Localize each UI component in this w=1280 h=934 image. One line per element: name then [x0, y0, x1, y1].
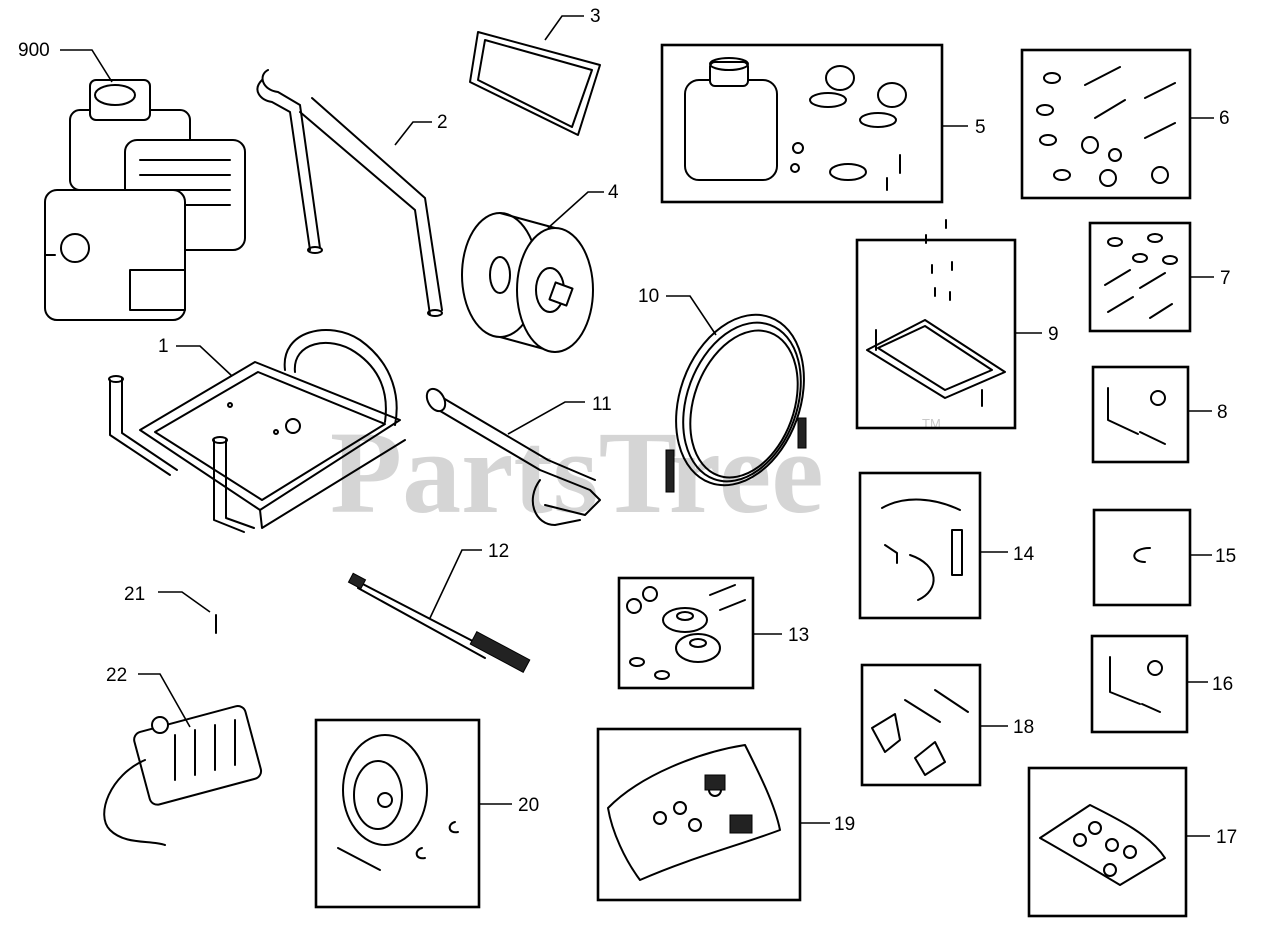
- box-14: [858, 471, 982, 620]
- callout-16: 16: [1212, 674, 1233, 695]
- callout-11: 11: [592, 394, 612, 415]
- callout-3: 3: [590, 6, 601, 27]
- box-6: [1020, 48, 1192, 200]
- callout-20: 20: [518, 795, 539, 816]
- callout-6: 6: [1219, 108, 1230, 129]
- callout-7: 7: [1220, 268, 1231, 289]
- part-3-panel[interactable]: [469, 31, 601, 136]
- part-4-hose-reel[interactable]: [461, 212, 594, 353]
- part-10-hose[interactable]: [654, 297, 827, 503]
- part-13-wheel-kit[interactable]: [626, 584, 746, 680]
- part-17-hardware-bag[interactable]: [1039, 804, 1166, 886]
- callout-1: 1: [158, 336, 169, 357]
- part-1-frame[interactable]: [108, 329, 406, 533]
- part-18-knob-kit[interactable]: [871, 689, 969, 776]
- part-5-fuel-tank-kit[interactable]: [684, 57, 907, 191]
- part-8-axle-kit[interactable]: [1107, 387, 1166, 445]
- part-15-clip[interactable]: [1133, 547, 1151, 563]
- part-11-spray-gun[interactable]: [423, 386, 601, 526]
- part-6-hardware-kit[interactable]: [1036, 66, 1176, 187]
- part-20-wheel-kit[interactable]: [337, 734, 459, 871]
- callout-19: 19: [834, 814, 855, 835]
- callout-5: 5: [975, 117, 986, 138]
- callout-14: 14: [1013, 544, 1035, 565]
- part-22-pump[interactable]: [103, 704, 263, 846]
- box-20: [314, 718, 481, 909]
- callout-9: 9: [1048, 324, 1059, 345]
- callout-12: 12: [488, 541, 509, 562]
- callout-15: 15: [1215, 546, 1236, 567]
- box-15: [1092, 508, 1192, 607]
- box-9: [855, 238, 1017, 430]
- callout-2: 2: [437, 112, 448, 133]
- box-5: [660, 43, 944, 204]
- watermark: PartsTree TM: [330, 407, 941, 538]
- box-19: [596, 727, 802, 902]
- callout-13: 13: [788, 625, 809, 646]
- box-18: [860, 663, 982, 787]
- box-17: [1027, 766, 1188, 918]
- part-7-hardware-kit[interactable]: [1104, 233, 1178, 319]
- callout-10: 10: [638, 286, 659, 307]
- callout-21: 21: [124, 584, 145, 605]
- box-13: [617, 576, 755, 690]
- callout-22: 22: [106, 665, 127, 686]
- part-14-tube-kit[interactable]: [881, 498, 963, 601]
- callout-900: 900: [18, 40, 50, 61]
- part-9-bracket-kit[interactable]: [866, 219, 1006, 407]
- callout-4: 4: [608, 182, 619, 203]
- part-12-wand[interactable]: [347, 572, 531, 673]
- callout-18: 18: [1013, 717, 1034, 738]
- part-19-pump-kit[interactable]: [607, 744, 781, 881]
- box-16: [1090, 634, 1189, 734]
- box-8: [1091, 365, 1190, 464]
- callout-17: 17: [1216, 827, 1237, 848]
- part-900-engine[interactable]: [44, 79, 246, 321]
- part-2-handle[interactable]: [256, 69, 443, 317]
- callout-8: 8: [1217, 402, 1228, 423]
- box-7: [1088, 221, 1192, 333]
- part-16-axle-kit[interactable]: [1109, 656, 1163, 713]
